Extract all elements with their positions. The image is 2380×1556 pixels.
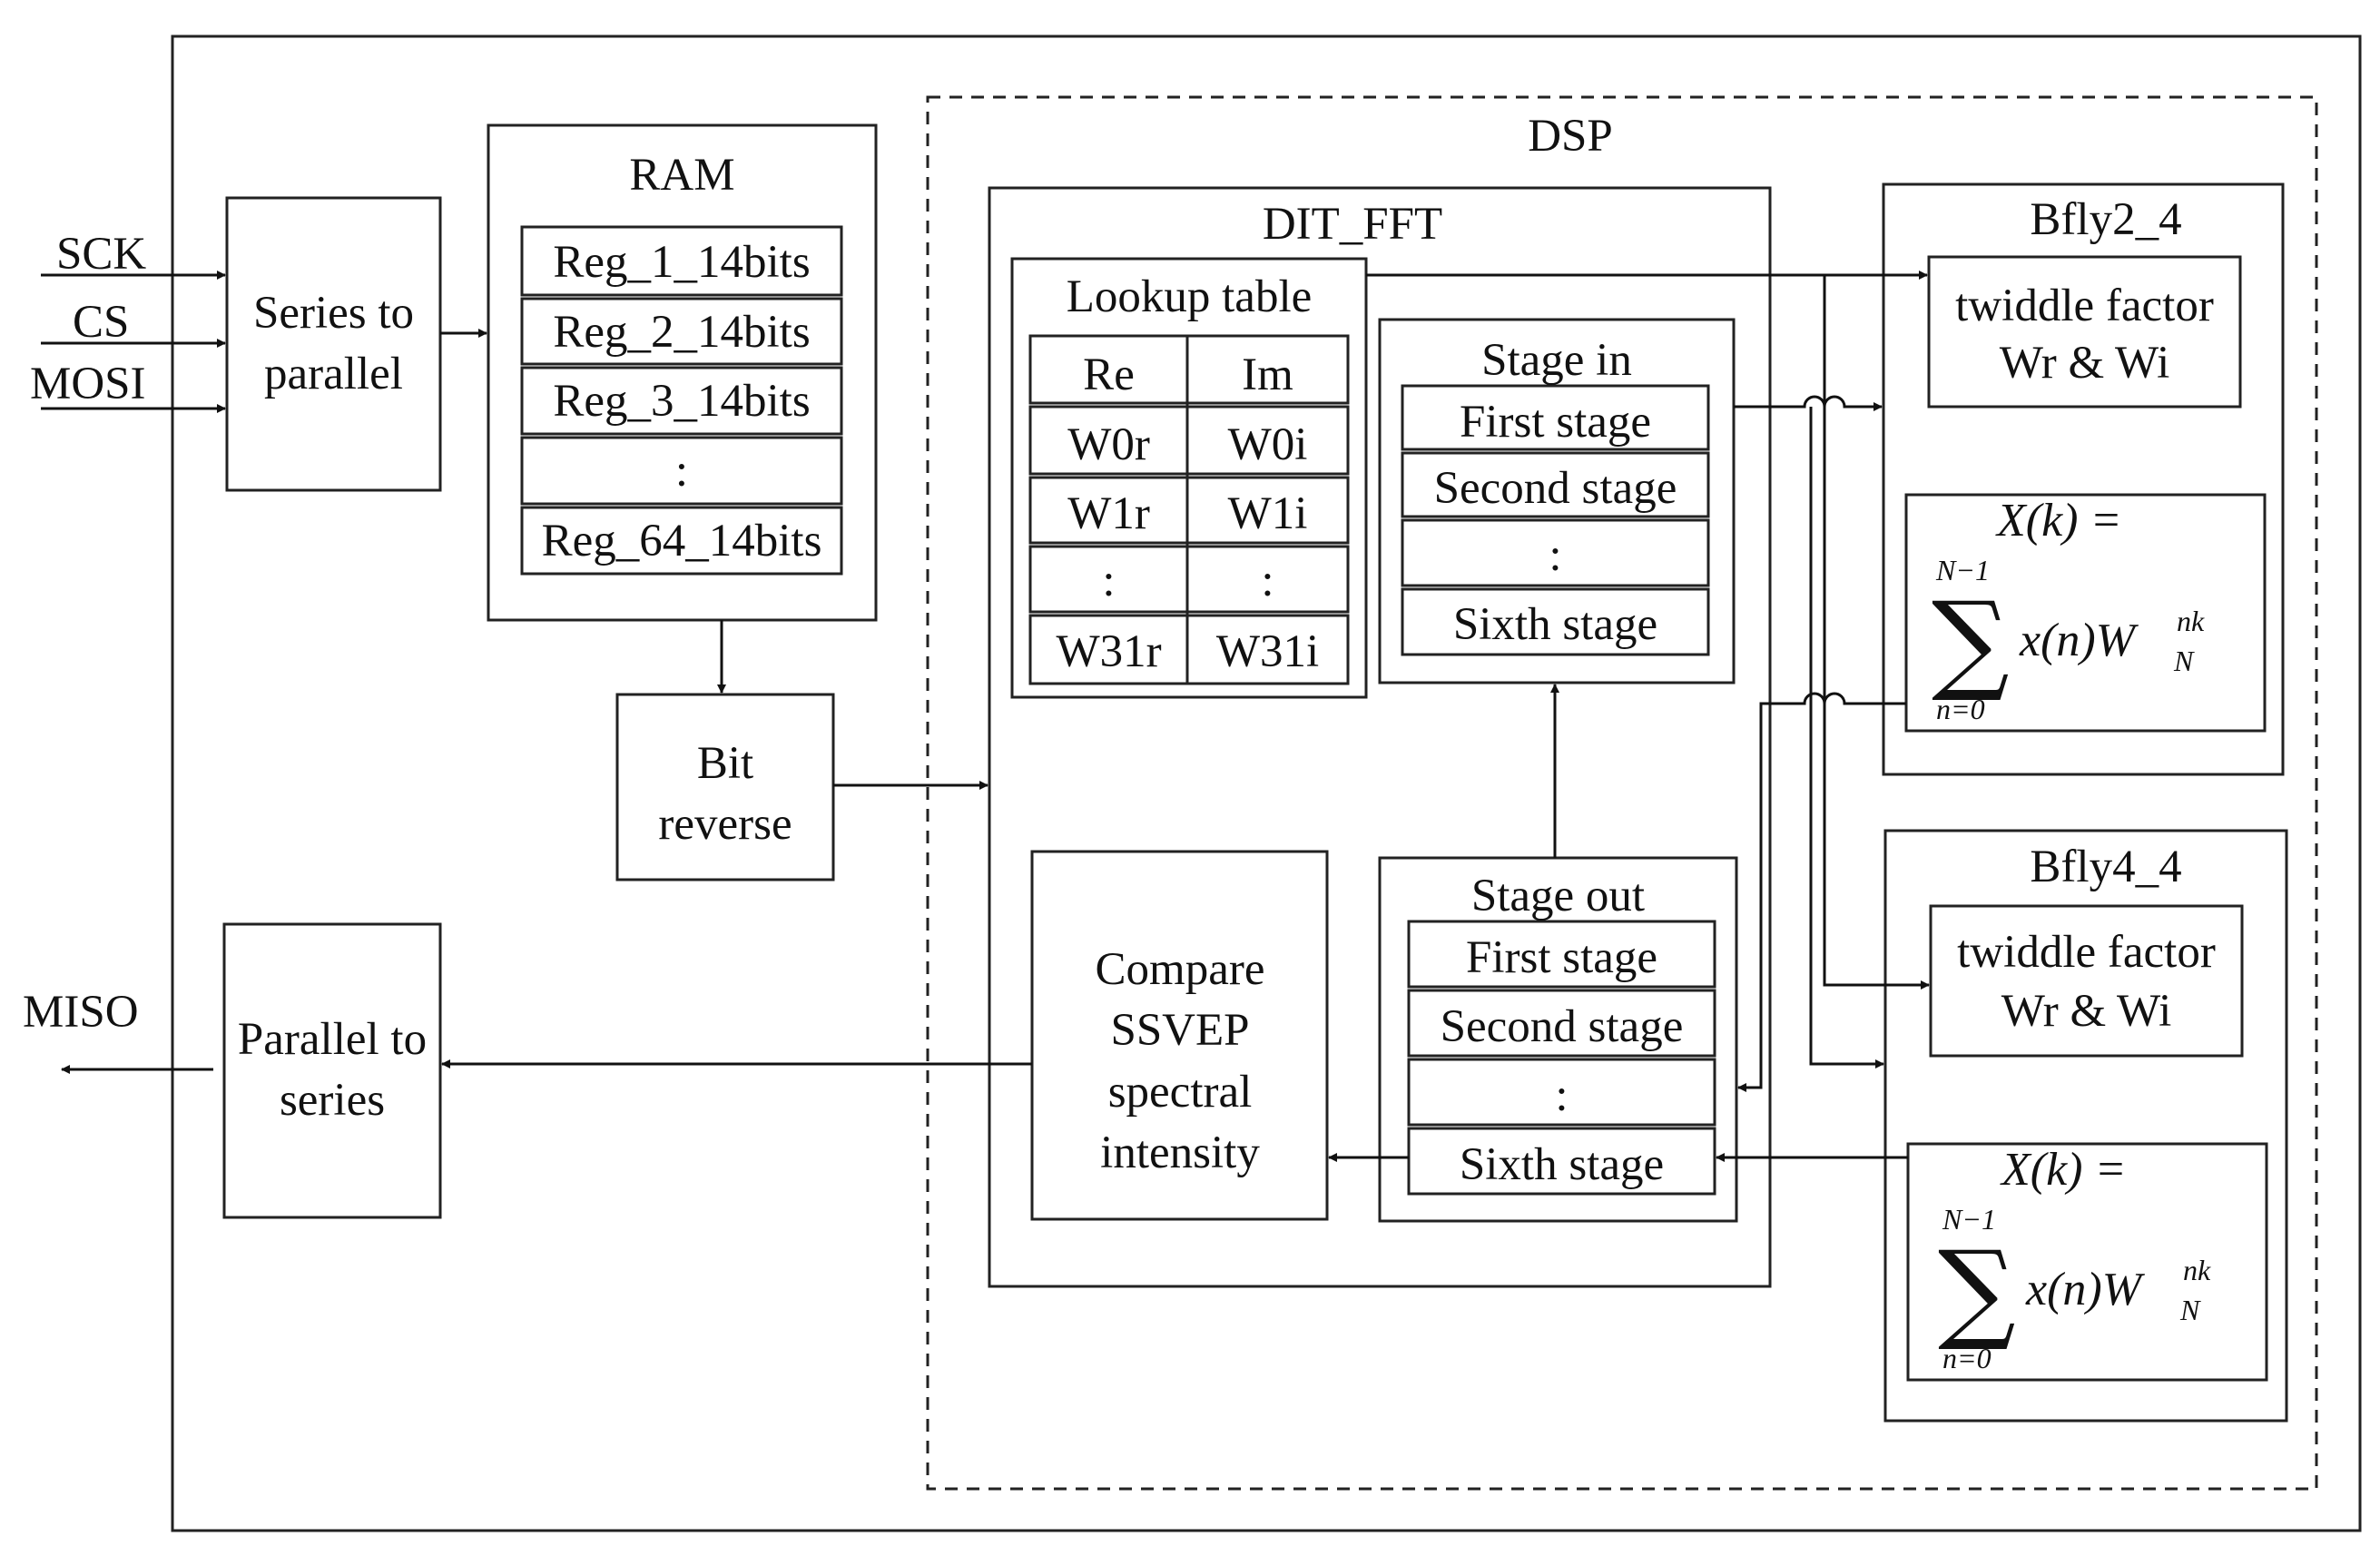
stage-out-row-1 bbox=[1407, 920, 1716, 989]
bfly2-formula-sup: nk bbox=[2177, 605, 2205, 637]
series-to-parallel-box bbox=[225, 196, 442, 492]
bfly2-box bbox=[1882, 182, 2285, 776]
ram-row-1 bbox=[520, 225, 843, 297]
bfly4-title: Bfly4_4 bbox=[2030, 842, 2182, 892]
lookup-row-4 bbox=[1028, 614, 1350, 685]
bfly4-formula-lhs: X(k) = bbox=[2001, 1144, 2127, 1196]
bfly4-formula-term: x(n)W bbox=[2026, 1264, 2142, 1315]
bit-reverse-label: Bit reverse bbox=[658, 738, 792, 851]
stage-in-row-3-label: : bbox=[1549, 530, 1562, 581]
lookup-row-1 bbox=[1028, 405, 1350, 476]
ram-row-5-label: Reg_64_14bits bbox=[541, 516, 822, 566]
series-to-parallel-label: Series to parallel bbox=[252, 288, 415, 400]
bfly2-sigma: ∑ bbox=[1932, 579, 2010, 705]
lookup-cell-w0i: W0i bbox=[1227, 419, 1308, 470]
stage-in-row-2-label: Second stage bbox=[1433, 463, 1677, 514]
stage-out-row-3-label: : bbox=[1555, 1070, 1569, 1121]
stage-out-box bbox=[1378, 856, 1738, 1223]
dit-fft-box bbox=[988, 186, 1772, 1288]
parallel-to-series-box bbox=[222, 922, 442, 1219]
outer-frame bbox=[171, 34, 2362, 1532]
bfly4-formula-sub: N bbox=[2180, 1294, 2200, 1326]
compare-label: Compare SSVEP spectral intensity bbox=[1095, 944, 1265, 1178]
ram-row-4-label: : bbox=[674, 446, 689, 497]
lookup-header-re: Re bbox=[1083, 350, 1135, 400]
stage-out-row-2 bbox=[1407, 989, 1716, 1058]
compare-box bbox=[1030, 850, 1329, 1221]
dit-fft-title: DIT_FFT bbox=[1262, 199, 1443, 250]
bfly2-sum-lower: n=0 bbox=[1936, 693, 1985, 725]
lookup-cell-dots-im: : bbox=[1261, 556, 1274, 606]
stage-in-title: Stage in bbox=[1481, 335, 1632, 386]
bfly2-twiddle-box bbox=[1927, 255, 2242, 409]
ram-row-5 bbox=[520, 506, 843, 576]
sck-label: SCK bbox=[56, 229, 147, 280]
lookup-to-bfly4-line bbox=[1823, 275, 1930, 990]
bfly4-twiddle-box bbox=[1929, 904, 2244, 1058]
bfly4-box bbox=[1883, 829, 2288, 1423]
lookup-cell-w31r: W31r bbox=[1056, 626, 1162, 677]
stage-in-row-2 bbox=[1401, 451, 1710, 518]
bfly4-formula-box bbox=[1906, 1142, 2268, 1382]
bfly4-sum-upper: N−1 bbox=[1942, 1203, 1996, 1236]
bfly2-title: Bfly2_4 bbox=[2030, 194, 2182, 245]
bfly4-sigma: ∑ bbox=[1938, 1228, 2016, 1354]
bfly4-formula-sup: nk bbox=[2183, 1254, 2211, 1286]
lookup-cell-w0r: W0r bbox=[1067, 419, 1150, 470]
bfly2-sum-upper: N−1 bbox=[1936, 554, 1990, 586]
stage-in-row-3 bbox=[1401, 518, 1710, 587]
stage-in-row-4 bbox=[1401, 587, 1710, 656]
ram-title: RAM bbox=[629, 150, 735, 201]
bfly2-formula-term: x(n)W bbox=[2020, 615, 2136, 666]
bit-reverse-box bbox=[615, 693, 835, 881]
lookup-header-row bbox=[1028, 334, 1350, 405]
ram-row-4 bbox=[520, 436, 843, 506]
mosi-label: MOSI bbox=[30, 359, 146, 409]
lookup-cell-w31i: W31i bbox=[1215, 626, 1320, 677]
stage-out-row-1-label: First stage bbox=[1465, 932, 1658, 983]
stage-out-row-4-label: Sixth stage bbox=[1459, 1139, 1665, 1190]
lookup-row-2 bbox=[1028, 476, 1350, 545]
stage-out-row-4 bbox=[1407, 1127, 1716, 1196]
bfly2-to-stageout-line bbox=[1737, 692, 1906, 1092]
stage-in-box bbox=[1378, 318, 1736, 684]
cs-label: CS bbox=[73, 297, 130, 348]
lookup-header-im: Im bbox=[1242, 350, 1293, 400]
bfly2-twiddle-line-1: twiddle factor bbox=[1955, 281, 2214, 331]
lookup-cell-w1i: W1i bbox=[1227, 488, 1308, 539]
ram-row-2 bbox=[520, 297, 843, 366]
ram-row-2-label: Reg_2_14bits bbox=[553, 307, 811, 358]
stagein-to-bfly2-line bbox=[1734, 395, 1883, 411]
miso-label: MISO bbox=[23, 987, 139, 1038]
lookup-row-3 bbox=[1028, 545, 1350, 614]
ram-box bbox=[487, 123, 878, 622]
stage-in-row-4-label: Sixth stage bbox=[1452, 599, 1658, 650]
lookup-title: Lookup table bbox=[1066, 271, 1313, 322]
stage-in-row-1-label: First stage bbox=[1459, 397, 1652, 448]
ram-row-3 bbox=[520, 366, 843, 436]
stagein-to-bfly4-line bbox=[1809, 407, 1884, 1069]
lookup-cell-w1r: W1r bbox=[1067, 488, 1150, 539]
bfly2-formula-sub: N bbox=[2174, 645, 2194, 677]
ram-row-3-label: Reg_3_14bits bbox=[553, 376, 811, 427]
stage-out-row-2-label: Second stage bbox=[1440, 1001, 1684, 1052]
dsp-title: DSP bbox=[1528, 111, 1613, 162]
bfly2-formula-lhs: X(k) = bbox=[1997, 495, 2122, 547]
bfly4-twiddle-line-1: twiddle factor bbox=[1957, 927, 2216, 978]
dsp-region bbox=[926, 95, 2318, 1491]
parallel-to-series-label: Parallel to series bbox=[237, 1014, 428, 1127]
stage-in-row-1 bbox=[1401, 384, 1710, 451]
bfly2-twiddle-line-2: Wr & Wi bbox=[1999, 338, 2170, 389]
stage-out-row-3 bbox=[1407, 1058, 1716, 1127]
bfly2-formula-box bbox=[1904, 493, 2267, 733]
lookup-cell-dots-re: : bbox=[1102, 556, 1116, 606]
stage-out-title: Stage out bbox=[1470, 871, 1646, 921]
lookup-table-box bbox=[1010, 257, 1368, 699]
bfly4-sum-lower: n=0 bbox=[1942, 1342, 1992, 1374]
ram-row-1-label: Reg_1_14bits bbox=[553, 237, 811, 288]
bfly4-twiddle-line-2: Wr & Wi bbox=[2001, 986, 2172, 1037]
